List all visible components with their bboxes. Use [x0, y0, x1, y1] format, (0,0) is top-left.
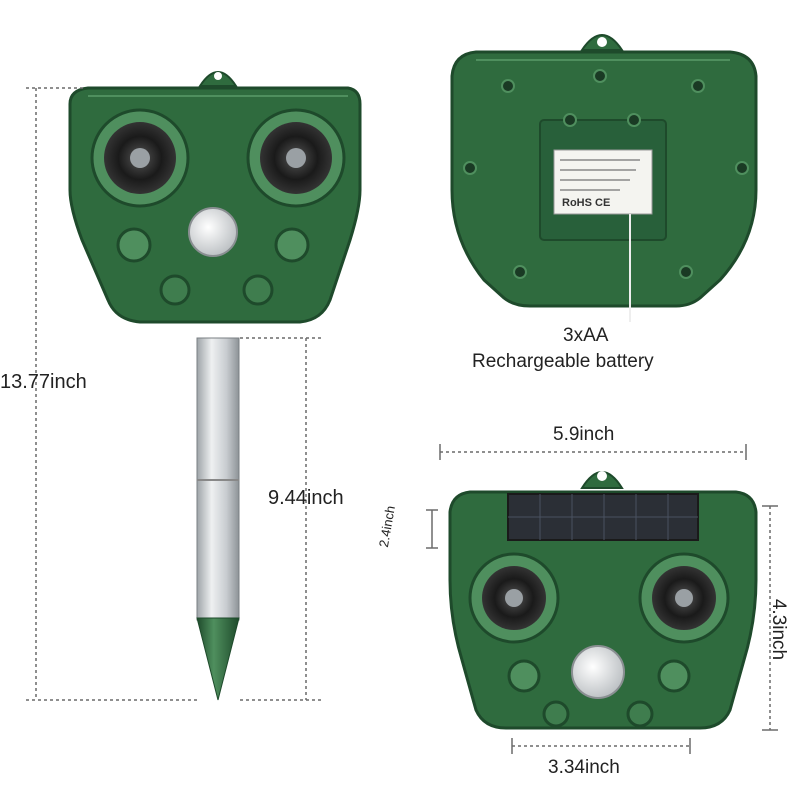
label-total-height: 13.77inch — [0, 371, 87, 393]
led-right — [274, 227, 310, 263]
pir-sensor — [188, 207, 238, 257]
label-width: 5.9inch — [553, 424, 615, 445]
label-body-height: 4.3inch — [768, 598, 790, 661]
front-view-compact — [448, 471, 758, 730]
stake-tip — [196, 617, 240, 701]
dimension-panel-height — [426, 509, 438, 549]
speaker-left — [90, 108, 190, 208]
switch-right — [242, 274, 274, 306]
compact-speaker-right — [638, 552, 730, 644]
label-stake-length: 9.44inch — [268, 487, 344, 509]
compact-pir-sensor — [571, 645, 625, 699]
speaker-right — [246, 108, 346, 208]
screw-holes — [463, 69, 749, 279]
label-bottom-width: 3.34inch — [548, 757, 620, 778]
svg-text:RoHS CE: RoHS CE — [562, 197, 610, 209]
label-battery-count: 3xAA — [563, 325, 609, 346]
led-left — [116, 227, 152, 263]
dimension-total-height — [26, 87, 200, 701]
back-view: RoHS CE — [450, 34, 758, 322]
label-battery-type: Rechargeable battery — [472, 351, 654, 372]
dimension-bottom-width — [511, 738, 691, 754]
dimension-width — [439, 444, 747, 460]
compact-speaker-left — [468, 552, 560, 644]
front-view-with-stake — [68, 71, 362, 701]
dimension-stake-length — [240, 337, 322, 701]
switch-left — [159, 274, 191, 306]
dimension-body-height — [762, 505, 778, 731]
